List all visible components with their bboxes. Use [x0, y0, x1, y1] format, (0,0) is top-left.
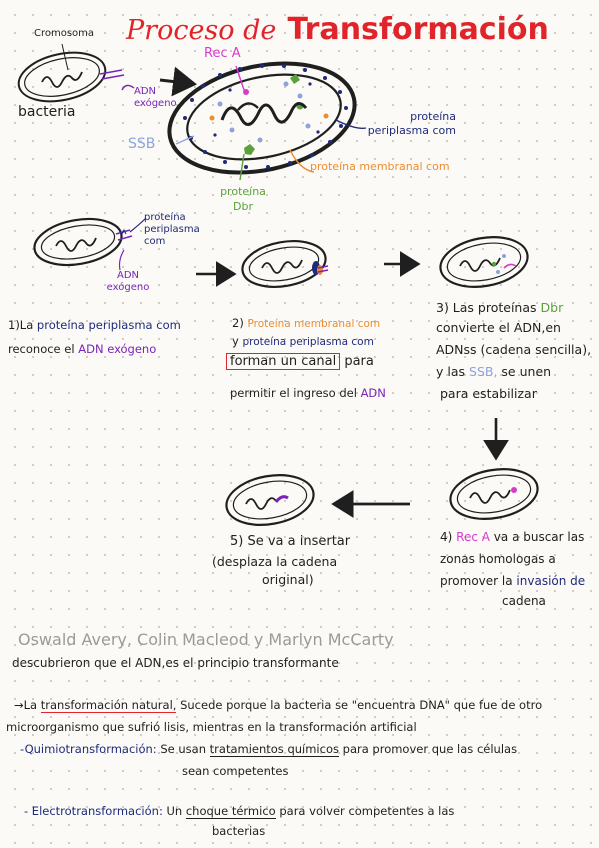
step3-line3: ADNss (cadena sencilla), — [436, 342, 592, 357]
bacteria-step1 — [33, 217, 147, 271]
step4-line4: cadena — [502, 594, 546, 608]
page-title: Proceso de Transformación — [126, 12, 549, 47]
label-rec-a-top: Rec A — [204, 46, 241, 61]
step2-line4: permitir el ingreso del ADN — [230, 386, 386, 400]
authors-names: Oswald Avery, Colin Macleod y Marlyn McC… — [18, 630, 394, 649]
step5-line2: (desplaza la cadena — [212, 554, 338, 569]
step1-adn-label: ADN exógeno — [106, 270, 150, 293]
canal-box: forman un canal — [226, 353, 341, 370]
label-proteina-periplasma-top: proteína periplasma com — [367, 110, 456, 137]
bacteria-step2 — [241, 240, 329, 288]
step4-line1: 4) Rec A va a buscar las — [440, 530, 585, 544]
step5-line3: original) — [262, 572, 314, 587]
note-quimio-line2: sean competentes — [182, 764, 289, 778]
authors-line2: descubrieron que el ADN,es el principio … — [12, 656, 339, 670]
bacteria-step3 — [439, 236, 529, 288]
step4-line3: promover la invasión de — [440, 574, 586, 588]
transformacion-natural-highlight: transformación natural, — [40, 698, 177, 713]
bacteria-step5 — [225, 474, 315, 526]
label-ssb: SSB — [128, 136, 156, 152]
label-bacteria: bacteria — [18, 104, 76, 120]
step3-line1: 3) Las proteínas Dbr — [436, 300, 564, 315]
adn-exogeno-mark — [99, 69, 125, 80]
note-natural-line2: microorganismo que sufrió lisis, mientra… — [6, 720, 417, 734]
step3-line4: y las SSB, se unen — [436, 364, 552, 379]
bacteria-step4 — [449, 468, 539, 520]
step1-protein-label: proteína periplasma com — [144, 212, 200, 247]
step3-line2: convierte el ADN,en — [436, 320, 561, 335]
step5-line1: 5) Se va a insertar — [230, 534, 351, 549]
bacteria-small-top — [17, 43, 107, 103]
note-electro-line2: bacterias — [212, 824, 266, 838]
note-electro-line1: - Electrotransformación: Un choque térmi… — [24, 804, 455, 819]
note-quimio-line1: -Quimiotransformación: Se usan tratamien… — [20, 742, 518, 757]
bacteria-big — [167, 61, 367, 181]
label-adn-exogeno-top: ADN exógeno — [134, 86, 177, 109]
arrow-to-big-bacteria — [159, 66, 197, 97]
step1-line1: 1)La proteína periplasma com — [8, 318, 181, 332]
step2-line2: y proteína periplasma com — [232, 334, 374, 348]
step2-line3: forman un canal para — [226, 353, 374, 370]
label-proteina-membranal-top: proteína membranal com — [310, 160, 450, 173]
note-natural-line1: →La transformación natural, Sucede porqu… — [14, 698, 543, 713]
step4-line2: zonas homologas a — [440, 552, 556, 566]
step2-line1: 2) Proteína membranal com — [232, 316, 381, 330]
label-proteina-dbr: proteína Dbr — [220, 185, 266, 213]
title-part2: Transformación — [287, 12, 549, 47]
label-cromosoma: Cromosoma — [34, 28, 95, 39]
title-part1: Proceso de — [126, 15, 277, 46]
step1-line2: reconoce el ADN exógeno — [8, 342, 157, 356]
step3-line5: para estabilizar — [440, 386, 537, 401]
